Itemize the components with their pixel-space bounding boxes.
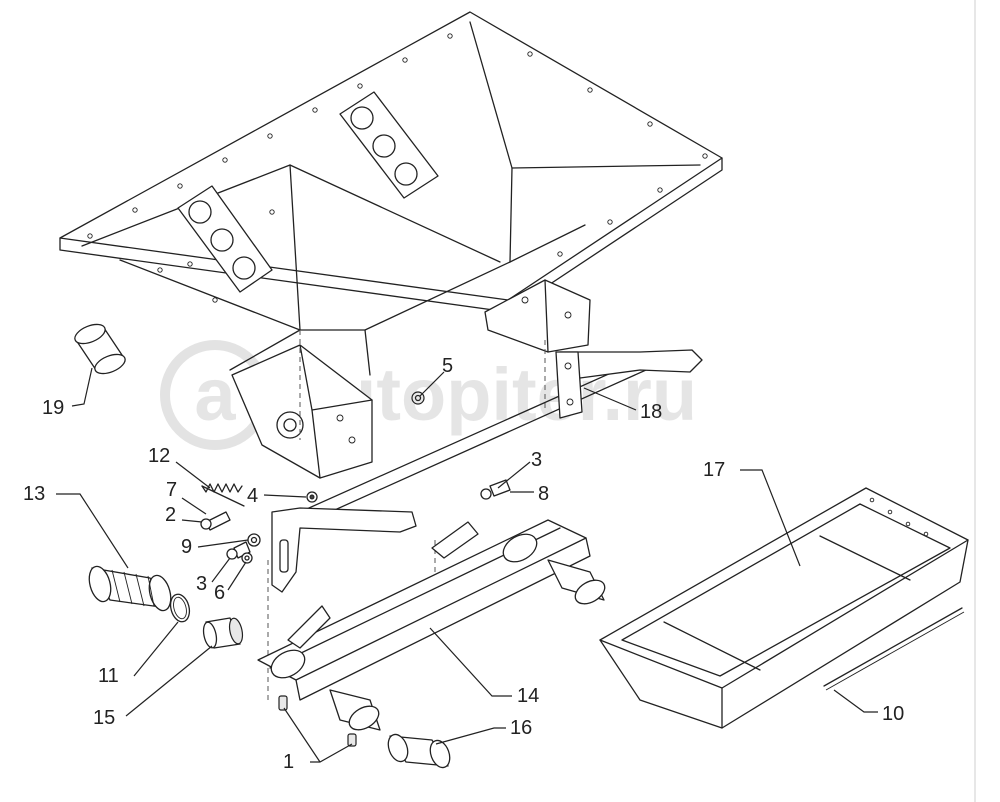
pin-lower: [347, 733, 357, 747]
bolt-7-2: [200, 511, 231, 531]
washer-4: [306, 491, 318, 503]
lever-right-plate: [555, 351, 583, 419]
callout-12: 12: [148, 445, 170, 467]
funnel-leg-mid: [364, 329, 371, 376]
pan-crossbar-right: [819, 535, 911, 581]
callout-3-lower: 3: [196, 573, 207, 595]
leader-line-4: [263, 494, 307, 498]
funnel-seam-left: [289, 164, 301, 331]
callout-8: 8: [538, 483, 549, 505]
leader-line-3-upper: [497, 461, 531, 489]
pipe-16: [387, 733, 451, 769]
leader-line-12: [175, 461, 211, 489]
callout-19: 19: [42, 397, 64, 419]
outlet-pipe-left: [329, 689, 381, 731]
pan-inner-rim: [621, 503, 951, 677]
leader-line-2: [181, 519, 203, 523]
leader-line-7: [181, 497, 207, 515]
leader-line-19: [71, 367, 93, 407]
trough-bracket-right: [431, 521, 479, 559]
bellows-13: [88, 565, 172, 612]
callout-7: 7: [166, 479, 177, 501]
trough-assembly: [257, 519, 606, 731]
pin-upper: [278, 695, 288, 711]
callout-9: 9: [181, 536, 192, 558]
pan-crossbar-left: [663, 621, 761, 671]
mounting-plate-right: [339, 91, 439, 199]
leader-line-13: [56, 493, 129, 569]
callout-11: 11: [98, 665, 119, 687]
funnel-leg-left: [229, 329, 301, 371]
rim-rivets: [87, 33, 708, 303]
rod-10: [823, 607, 965, 691]
shaft-edge-top: [299, 359, 641, 513]
pins-1: [278, 695, 357, 747]
hopper-funnel: [59, 11, 723, 376]
bolt-3-upper: [480, 479, 511, 500]
pan-rim: [599, 487, 969, 689]
leader-line-1-lower: [310, 743, 353, 763]
lever-left-slot: [279, 539, 289, 573]
shaft-edge-bottom: [307, 369, 647, 523]
callout-16: 16: [510, 717, 532, 739]
trough-flange: [295, 537, 591, 701]
outlet-pipe-right: [547, 559, 606, 605]
leader-line-18: [583, 387, 637, 411]
lever-right: [559, 349, 703, 379]
bushing-19: [74, 323, 126, 375]
mounting-plate-left: [177, 185, 273, 293]
lever-left: [271, 507, 417, 593]
trough-bracket-left: [287, 605, 331, 649]
inlet-collar-left: [270, 649, 306, 679]
funnel-inner-right: [511, 164, 701, 169]
bracket-right: [484, 279, 591, 353]
leader-line-5: [419, 371, 445, 397]
callout-18: 18: [640, 401, 662, 423]
leader-line-14: [429, 627, 512, 697]
bushing-15: [202, 617, 244, 649]
callout-14: 14: [517, 685, 539, 707]
callout-15: 15: [93, 707, 115, 729]
leader-line-10: [833, 689, 878, 713]
leader-line-9: [197, 539, 249, 548]
callout-4: 4: [247, 485, 258, 507]
bracket-left: [231, 344, 373, 479]
callout-5: 5: [442, 355, 453, 377]
leader-line-15: [125, 645, 213, 717]
bolt-3-lower-6: [226, 541, 253, 564]
leader-line-17: [740, 469, 801, 567]
watermark-logo-letter: a: [194, 353, 236, 436]
leader-line-16: [435, 727, 506, 745]
shaft-assembly: [271, 349, 703, 593]
leader-line-3-lower: [211, 557, 231, 583]
callout-1: 1: [283, 751, 294, 773]
leader-line-6: [227, 561, 247, 591]
leader-lines: [56, 367, 878, 763]
leader-line-1-upper: [283, 707, 321, 763]
pan-17: [599, 487, 969, 729]
ring-clamp-11: [169, 593, 191, 623]
callout-10: 10: [882, 703, 904, 725]
inlet-collar-right: [502, 533, 538, 563]
callout-6: 6: [214, 582, 225, 604]
callouts: 19 5 18 12 7 2 9 3 6 4 3 8 13 11 15 17 1…: [23, 355, 904, 773]
callout-13: 13: [23, 483, 45, 505]
washer-9: [247, 533, 261, 547]
callout-3-upper: 3: [531, 449, 542, 471]
pan-rivets: [869, 497, 929, 537]
leader-line-11: [133, 621, 179, 677]
callout-17: 17: [703, 459, 725, 481]
callout-2: 2: [165, 504, 176, 526]
